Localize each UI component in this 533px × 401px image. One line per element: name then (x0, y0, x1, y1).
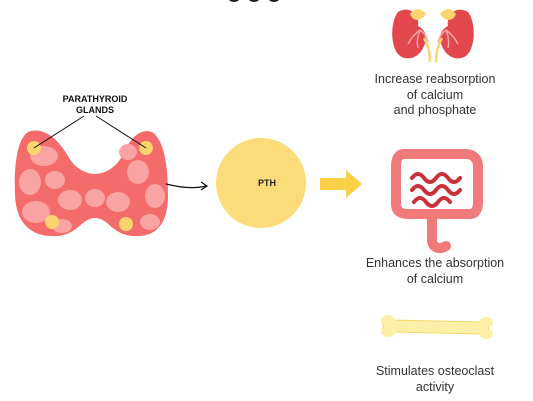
bone-icon (381, 315, 493, 339)
pth-label: PTH (258, 178, 276, 188)
yellow-arrow-icon (320, 170, 362, 198)
intestine-effect-text: Enhances the absorption of calcium (365, 256, 505, 286)
cropped-top-icon (228, 0, 280, 2)
kidney-effect-text: Increase reabsorption of calcium and pho… (374, 72, 496, 117)
thyroid-icon (14, 130, 168, 237)
gland-leader-lines (33, 115, 147, 149)
intestine-icon (391, 149, 483, 253)
curved-arrow (165, 181, 209, 191)
kidney-icon (392, 9, 474, 63)
bone-effect-text: Stimulates osteoclast activity (375, 364, 495, 394)
parathyroid-gland (119, 217, 133, 231)
pth-circle (216, 138, 306, 228)
parathyroid-glands-label: PARATHYROID GLANDS (62, 94, 128, 115)
parathyroid-gland (45, 215, 59, 229)
